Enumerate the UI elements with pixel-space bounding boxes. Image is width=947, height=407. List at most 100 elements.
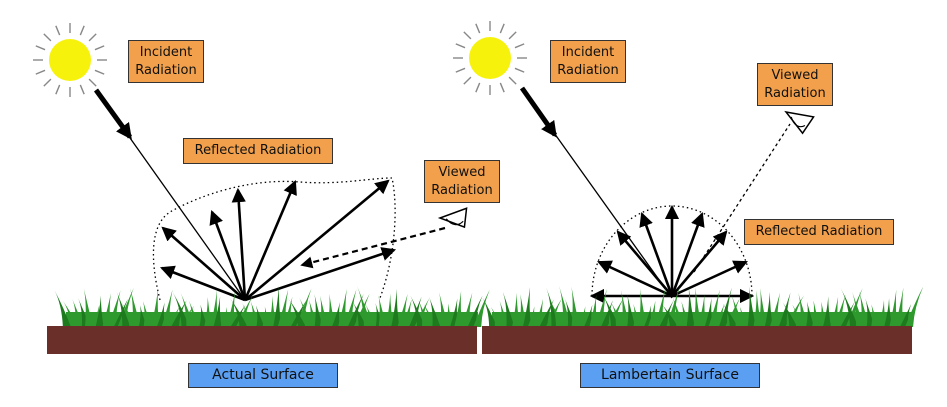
grass-blade	[627, 293, 636, 327]
sun-ray	[455, 67, 466, 73]
grass-blade	[559, 285, 571, 327]
sun-icon	[453, 21, 527, 95]
sun-ray	[514, 67, 525, 73]
grass-blade	[522, 287, 531, 327]
grass-blade	[461, 292, 473, 327]
sun-ray	[475, 23, 481, 34]
sun-ray	[463, 31, 472, 40]
grass-blade	[633, 303, 642, 327]
grass-blade	[502, 291, 515, 327]
label-line: Radiation	[764, 85, 826, 101]
grass-blade	[473, 289, 490, 327]
grass-blade	[610, 301, 624, 327]
grass-blade	[490, 306, 503, 327]
grass	[482, 285, 924, 327]
grass-blade	[595, 288, 607, 327]
reflected-ray	[231, 187, 247, 301]
grass-blade	[672, 296, 685, 327]
grass-blade	[693, 287, 702, 327]
grass-blade	[352, 301, 367, 327]
grass-blade	[731, 294, 744, 327]
sun-ray	[514, 43, 525, 49]
reflected-ray	[244, 247, 397, 302]
grass-blade	[113, 298, 128, 327]
incident-radiation-label: Incident Radiation	[550, 40, 626, 84]
grass-blade	[172, 291, 190, 327]
grass-blade	[255, 305, 265, 327]
grass-blade	[550, 300, 564, 327]
reflected-ray	[161, 226, 246, 301]
grass-blade	[764, 291, 773, 327]
grass-blade	[589, 294, 598, 327]
label-line: Radiation	[135, 62, 197, 78]
grass-blade	[314, 294, 323, 327]
grass-blade	[852, 292, 865, 327]
grass-blade	[283, 296, 293, 327]
label-line: Reflected Radiation	[194, 143, 322, 158]
grass-blade	[439, 292, 449, 327]
grass-blade	[319, 295, 328, 327]
grass-blade	[410, 295, 426, 327]
viewed-radiation-label: Viewed Radiation	[757, 63, 833, 107]
grass-blade	[722, 303, 738, 327]
reflection-envelope	[152, 177, 396, 301]
reflected-ray	[616, 230, 673, 297]
grass-blade	[102, 293, 111, 327]
sun-ray	[35, 69, 46, 75]
grass-blade	[681, 301, 691, 327]
right-panel	[453, 21, 924, 354]
grass-blade	[287, 298, 307, 327]
grass-blade	[54, 290, 71, 327]
incident-arrow	[519, 86, 558, 138]
sun-ray	[43, 33, 52, 42]
grass-blade	[343, 289, 357, 327]
grass-blade	[347, 293, 364, 327]
grass-blade	[454, 290, 463, 327]
grass-blade	[151, 288, 160, 327]
viewed-ray	[300, 226, 446, 269]
grass-blade	[798, 292, 809, 327]
sun-ray	[508, 31, 517, 40]
grass-blade	[116, 292, 131, 327]
reflected-ray	[209, 209, 247, 301]
grass-blade	[156, 302, 165, 327]
reflected-ray	[639, 211, 674, 297]
label-line: Incident	[561, 45, 615, 60]
grass-blade	[397, 293, 408, 327]
grass-blade	[385, 293, 394, 327]
label-line: Viewed	[438, 165, 486, 180]
reflected-radiation-label: Reflected Radiation	[183, 138, 333, 164]
actual-surface-label: Actual Surface	[188, 363, 338, 388]
grass-blade	[331, 302, 340, 327]
grass-blade	[117, 287, 134, 327]
grass-blade	[277, 289, 289, 327]
grass-blade	[353, 293, 370, 327]
grass-blade	[905, 286, 924, 327]
sun-ray	[475, 82, 481, 93]
grass-blade	[428, 296, 441, 327]
grass-blade	[812, 300, 821, 327]
sun-ray	[455, 43, 466, 49]
lambertian-envelope	[591, 205, 753, 297]
label-line: Viewed	[771, 68, 819, 83]
sun-ray	[499, 23, 505, 34]
grass-blade	[268, 295, 277, 327]
grass-blade	[262, 306, 271, 327]
grass	[54, 285, 490, 327]
grass-blade	[899, 303, 912, 327]
sun-disc	[49, 39, 91, 81]
grass-blade	[72, 299, 84, 327]
grass-blade	[418, 299, 431, 327]
grass-blade	[365, 304, 378, 327]
sun-ray	[88, 33, 97, 42]
label-line: Lambertain Surface	[601, 367, 739, 383]
reflected-ray	[671, 260, 748, 298]
grass-blade	[204, 296, 213, 327]
reflected-rays	[159, 179, 397, 302]
grass-blade	[170, 300, 187, 327]
grass-blade	[273, 285, 282, 327]
grass-blade	[578, 306, 587, 327]
incident-arrow	[93, 88, 133, 140]
grass-blade	[378, 295, 387, 327]
